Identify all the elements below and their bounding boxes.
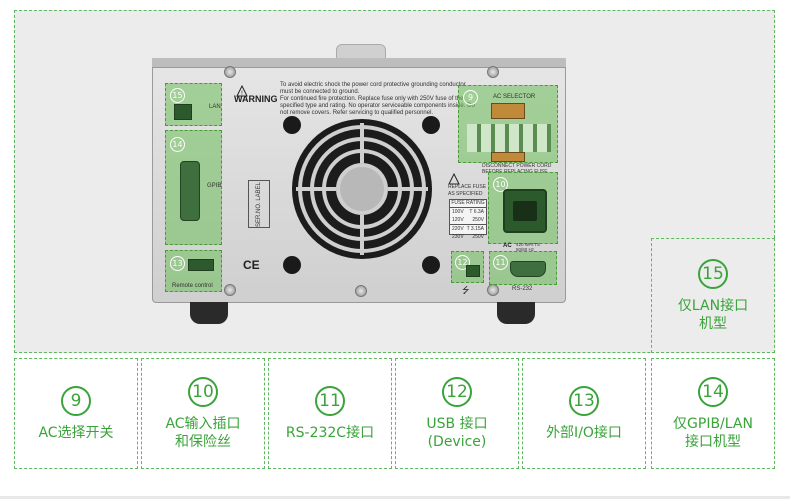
remote-label: Remote control <box>172 283 213 289</box>
badge-9: 9 <box>463 90 478 105</box>
fuse-row-1-v2: 120V <box>452 217 464 223</box>
caption-10-inner: 10 AC输入插口 和保险丝 <box>142 359 264 468</box>
caption-13-number: 13 <box>569 385 599 416</box>
remote-control-highlight[interactable]: 13 Remote control <box>165 250 222 292</box>
gpib-port-highlight[interactable]: 14 GPIB <box>165 130 222 245</box>
ac-label: AC <box>503 243 512 249</box>
warning-triangle-icon <box>448 170 460 185</box>
ac-selector-table <box>467 124 551 152</box>
fuse-rating-table: FUSE RATING 100V T 6.3A 120V 250V 220V T… <box>449 199 487 240</box>
fuse-row-2b: 230V 250V <box>450 234 486 241</box>
caption-14: 14 仅GPIB/LAN 接口机型 <box>651 358 775 469</box>
rs232-port-highlight[interactable]: 11 <box>489 251 557 285</box>
fuse-rating-title: FUSE RATING <box>450 200 486 208</box>
fuse-holder-icon <box>491 152 525 162</box>
usb-symbol-icon: ⭍ <box>462 286 470 296</box>
ac-power-inlet-icon <box>503 189 547 233</box>
warning-text: To avoid electric shock the power cord p… <box>280 82 475 116</box>
ac-selector-highlight[interactable]: 9 AC SELECTOR <box>458 85 558 163</box>
screw-icon <box>487 284 499 296</box>
caption-11-inner: 11 RS-232C接口 <box>269 359 391 468</box>
caption-11: 11 RS-232C接口 <box>268 358 392 469</box>
caption-14-number: 14 <box>698 376 728 407</box>
caption-9-inner: 9 AC选择开关 <box>15 359 137 468</box>
badge-15: 15 <box>170 88 185 103</box>
lan-port-highlight[interactable]: 15 LAN <box>165 83 222 126</box>
ac-rating: 420 WATTS 50/60 Hz <box>516 242 541 252</box>
caption-12: 12 USB 接口 (Device) <box>395 358 519 469</box>
device-foot-right <box>497 302 535 324</box>
screw-icon <box>355 285 367 297</box>
caption-12-inner: 12 USB 接口 (Device) <box>396 359 518 468</box>
lan-label: LAN <box>209 104 221 110</box>
ac-inlet-highlight[interactable]: 10 <box>488 172 558 244</box>
rs232-connector-icon <box>510 261 546 277</box>
caption-15-text: 仅LAN接口 机型 <box>677 297 749 332</box>
fuse-row-2-v1: 220V <box>452 226 464 232</box>
caption-11-text: RS-232C接口 <box>285 424 375 441</box>
fuse-row-2-v2: 230V <box>452 234 464 240</box>
ac-selector-label: AC SELECTOR <box>493 94 536 100</box>
mounting-hole <box>283 256 301 274</box>
screw-icon <box>487 66 499 78</box>
caption-10-text: AC输入插口 和保险丝 <box>165 415 241 450</box>
caption-13: 13 外部I/O接口 <box>522 358 646 469</box>
fuse-row-2: 220V T 3.15A <box>450 225 486 234</box>
svg-text:!: ! <box>241 90 243 97</box>
badge-12: 12 <box>455 255 470 270</box>
device-foot-left <box>190 302 228 324</box>
caption-14-text: 仅GPIB/LAN 接口机型 <box>673 415 753 450</box>
caption-12-text: USB 接口 (Device) <box>426 415 488 450</box>
caption-9-text: AC选择开关 <box>38 424 114 441</box>
caption-15: 15 仅LAN接口 机型 <box>651 238 775 353</box>
warning-triangle-icon: ! <box>236 82 248 97</box>
fuse-row-1b: 120V 250V <box>450 217 486 225</box>
caption-12-number: 12 <box>442 376 472 407</box>
cooling-fan-icon <box>291 118 433 260</box>
badge-14: 14 <box>170 137 185 152</box>
caption-15-inner: 15 仅LAN接口 机型 <box>652 239 774 352</box>
fuse-row-1: 100V T 6.3A <box>450 208 486 217</box>
badge-13: 13 <box>170 256 185 271</box>
caption-14-inner: 14 仅GPIB/LAN 接口机型 <box>652 359 774 468</box>
mounting-hole <box>283 116 301 134</box>
bottom-divider <box>0 496 790 499</box>
ac-selector-switch-icon <box>491 103 525 119</box>
caption-10: 10 AC输入插口 和保险丝 <box>141 358 265 469</box>
caption-9: 9 AC选择开关 <box>14 358 138 469</box>
usb-port-highlight[interactable]: 12 <box>451 251 484 283</box>
badge-10: 10 <box>493 177 508 192</box>
caption-10-number: 10 <box>188 376 218 407</box>
warning-title: WARNING <box>234 94 278 104</box>
mounting-hole <box>422 116 440 134</box>
ce-mark: CE <box>243 258 260 272</box>
caption-15-number: 15 <box>698 258 728 289</box>
lan-port-icon <box>174 104 192 120</box>
caption-13-text: 外部I/O接口 <box>546 424 622 441</box>
device-top-edge <box>152 58 566 68</box>
caption-13-inner: 13 外部I/O接口 <box>523 359 645 468</box>
gpib-label: GPIB <box>207 183 222 189</box>
remote-connector-icon <box>188 259 214 271</box>
fuse-row-1-rating1: T 6.3A <box>469 209 484 215</box>
badge-11: 11 <box>493 255 508 270</box>
fuse-row-1-v1: 100V <box>452 209 464 215</box>
mounting-hole <box>422 256 440 274</box>
serial-label-area: SER.NO. LABEL <box>248 180 270 228</box>
gpib-connector-icon <box>180 161 200 221</box>
replace-fuse-label: REPLACE FUSE AS SPECIFIED <box>448 184 487 197</box>
caption-11-number: 11 <box>315 385 345 416</box>
screw-icon <box>224 66 236 78</box>
fuse-row-2-rating2: 250V <box>472 234 484 240</box>
serial-label: SER.NO. LABEL <box>256 181 263 228</box>
rs232-label: RS-232 <box>512 286 533 292</box>
screw-icon <box>224 284 236 296</box>
fuse-row-1-rating2: 250V <box>472 217 484 223</box>
fuse-row-2-rating1: T 3.15A <box>466 226 484 232</box>
caption-9-number: 9 <box>61 385 91 416</box>
usb-port-icon <box>466 265 480 277</box>
